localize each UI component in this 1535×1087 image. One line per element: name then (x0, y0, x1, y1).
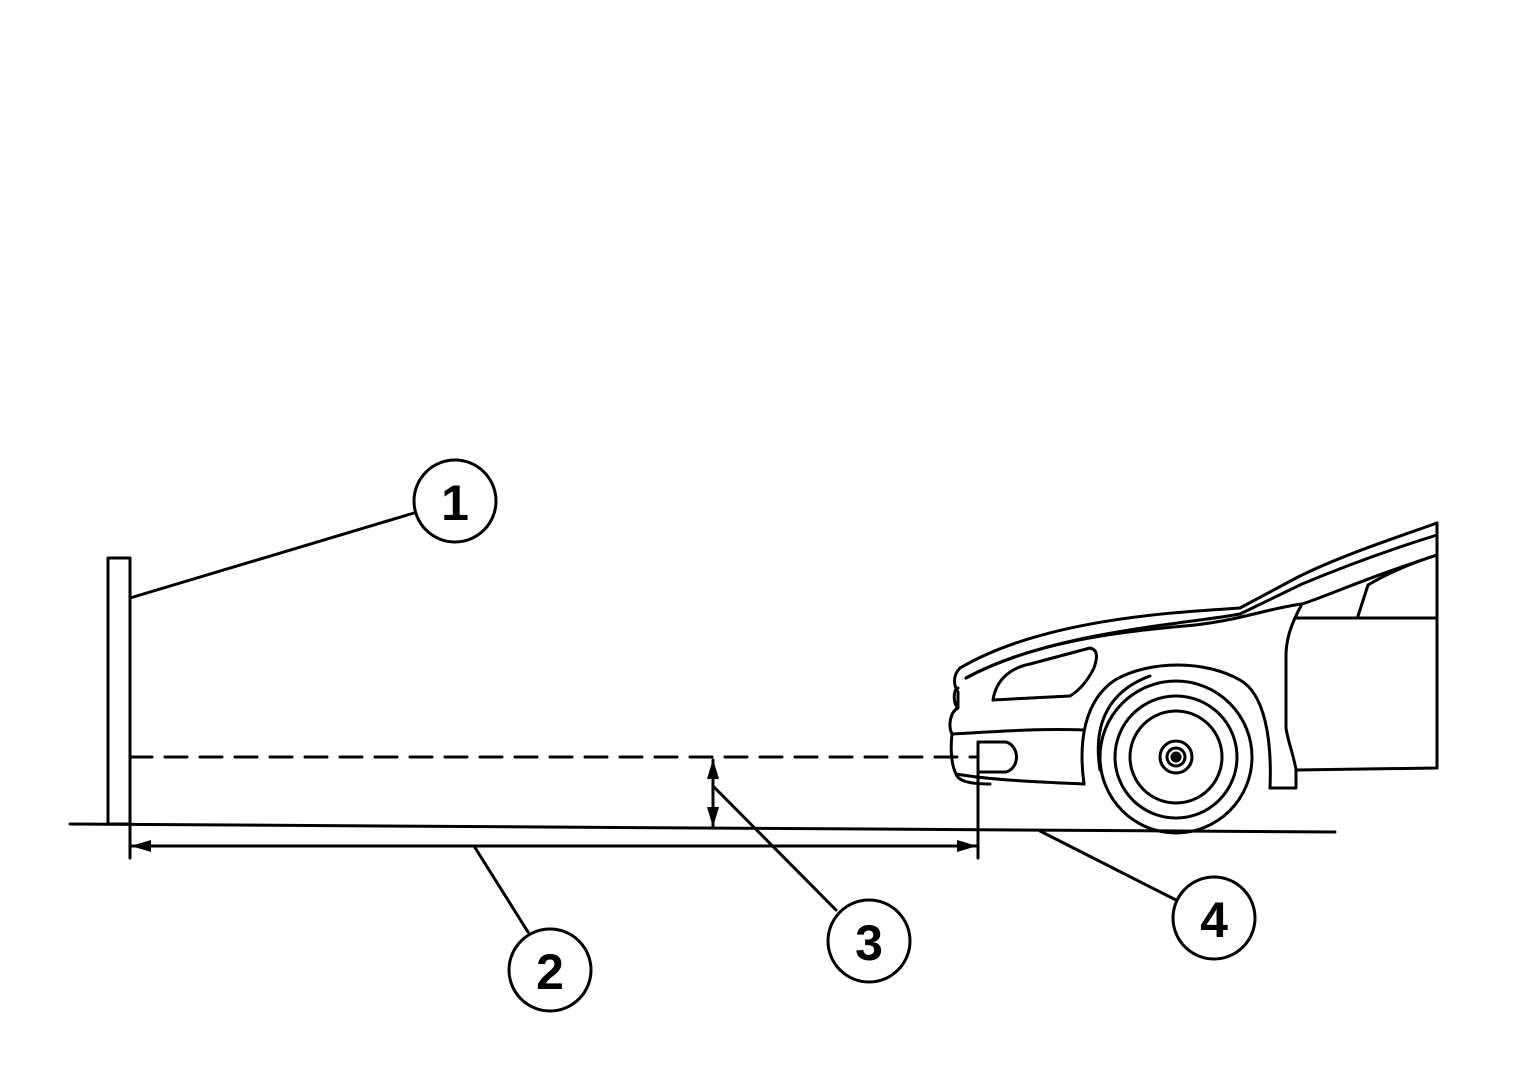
leader-line-2 (472, 844, 530, 934)
callout-circle-4 (1171, 875, 1257, 961)
callout-circle-1 (412, 458, 498, 544)
distance-dimension (128, 755, 980, 860)
wall-screen (106, 556, 132, 826)
leader-line-3 (711, 784, 838, 912)
callout-circle-3 (826, 898, 912, 984)
callout-circle-2 (507, 927, 593, 1013)
front-wheel (1098, 679, 1254, 835)
leader-line-1 (128, 511, 416, 600)
car-front (948, 521, 1439, 790)
callout-label-3: 3 (855, 915, 883, 971)
callout-label-4: 4 (1200, 892, 1228, 948)
callout-label-2: 2 (536, 944, 564, 1000)
ground-line (68, 822, 1337, 834)
leader-line-4 (1038, 829, 1178, 902)
callout-label-1: 1 (441, 475, 469, 531)
